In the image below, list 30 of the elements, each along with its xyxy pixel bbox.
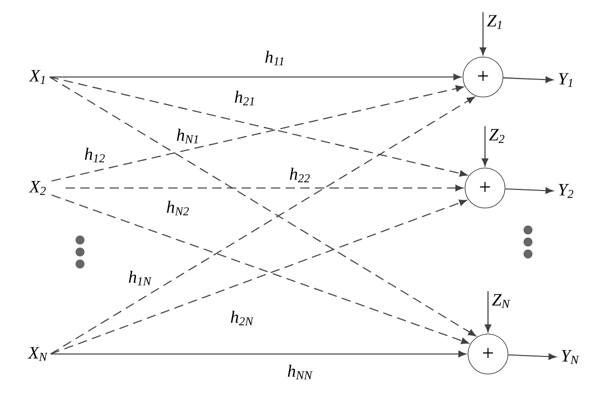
edge-label: h$_{2N}$ bbox=[230, 310, 254, 326]
summing-junction: + bbox=[468, 334, 508, 374]
arrow bbox=[503, 76, 554, 83]
input-label: X$_{2}$ bbox=[28, 181, 46, 195]
arrow bbox=[50, 74, 462, 80]
arrow bbox=[50, 350, 466, 358]
input-label: X$_{1}$ bbox=[28, 70, 45, 84]
output-label: Y$_{2}$ bbox=[558, 184, 574, 198]
arrow bbox=[482, 126, 488, 166]
input-label: X$_{N}$ bbox=[28, 347, 48, 361]
edge-label: h$_{N2}$ bbox=[166, 200, 189, 216]
summing-junction: + bbox=[462, 56, 504, 98]
edge-label: h$_{21}$ bbox=[234, 90, 254, 106]
edge-label: h$_{N1}$ bbox=[176, 128, 198, 144]
edge-label: h$_{1N}$ bbox=[128, 270, 152, 286]
arrow bbox=[66, 184, 464, 192]
summing-junction: + bbox=[464, 168, 506, 208]
edge-label: h$_{12}$ bbox=[84, 148, 105, 162]
arrow bbox=[480, 12, 486, 56]
arrow bbox=[508, 353, 556, 360]
output-label: Y$_{N}$ bbox=[562, 350, 580, 364]
output-label: Y$_{1}$ bbox=[558, 73, 572, 87]
arrow bbox=[505, 187, 554, 194]
arrow bbox=[484, 291, 492, 332]
edge-label: h$_{22}$ bbox=[290, 168, 310, 182]
edge-label: h$_{NN}$ bbox=[288, 364, 313, 380]
edge-label: h$_{11}$ bbox=[265, 50, 284, 66]
noise-label: Z$_{2}$ bbox=[489, 129, 504, 143]
noise-label: Z$_{N}$ bbox=[492, 294, 510, 308]
noise-label: Z$_{1}$ bbox=[487, 15, 502, 29]
